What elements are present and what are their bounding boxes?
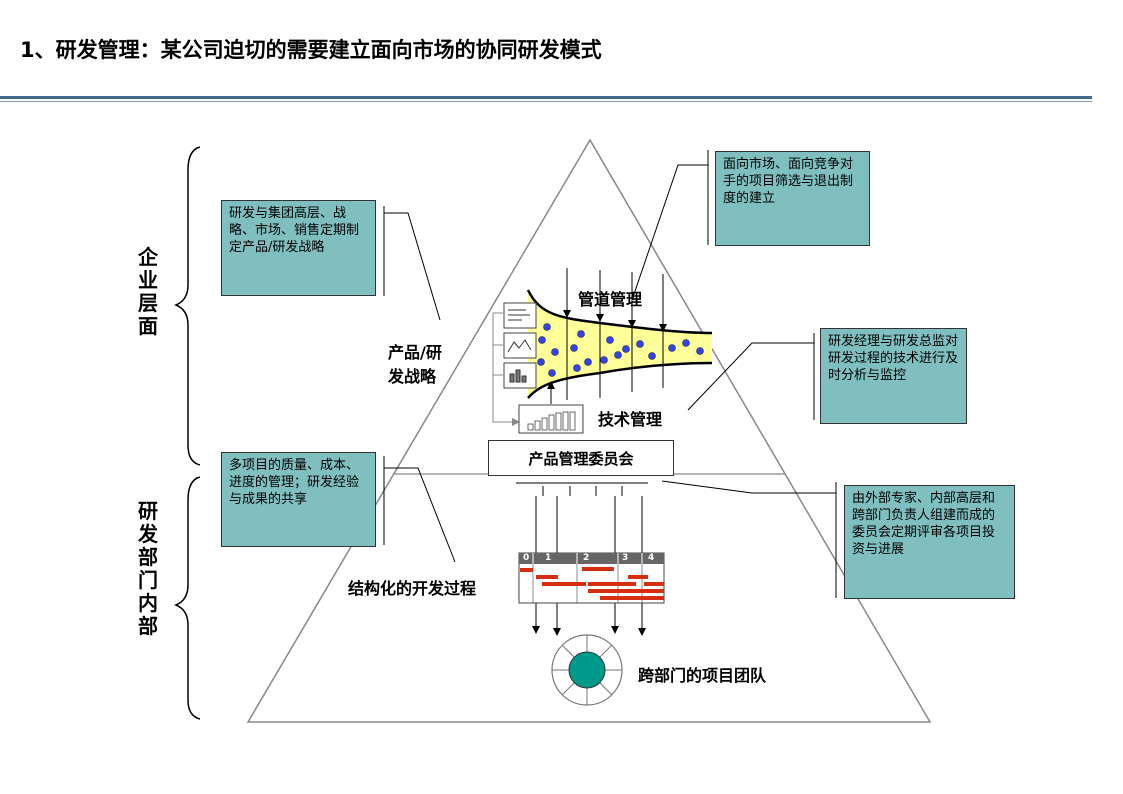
gantt-phase: 2: [583, 553, 590, 563]
strategy-box: 研发与集团高层、战略、市场、销售定期制定产品/研发战略: [221, 200, 376, 296]
callout-lines: [383, 150, 837, 598]
pipeline-label: 管道管理: [578, 290, 643, 309]
committee-desc-box: 由外部专家、内部高层和跨部门负责人组建而成的委员会定期评审各项目投资与进展: [844, 485, 1015, 599]
gantt-phase: 3: [622, 553, 629, 563]
side-label-rd-department: 研发部门内部: [138, 499, 158, 638]
header-rule: [0, 96, 1092, 99]
funnel-dots: [537, 323, 704, 377]
tech-management-label: 技术管理: [598, 410, 663, 429]
gantt-phase: 0: [523, 553, 530, 563]
structured-process-label: 结构化的开发过程: [348, 579, 477, 598]
gantt-bars: [520, 567, 664, 600]
product-strategy-label-2: 发战略: [388, 367, 437, 386]
brace-top: [174, 146, 201, 466]
gantt-phase: 4: [648, 553, 655, 563]
market-screening-box: 面向市场、面向竞争对手的项目筛选与退出制度的建立: [715, 151, 870, 246]
product-committee: 产品管理委员会: [488, 440, 674, 476]
tech-monitoring-box: 研发经理与研发总监对研发过程的技术进行及时分析与监控: [820, 328, 967, 424]
header-rule-thin: [0, 101, 1092, 102]
funnel-gate-arrows: [563, 268, 667, 332]
pyramid-triangle: [246, 138, 932, 723]
product-strategy-label-1: 产品/研: [388, 343, 442, 362]
multi-project-box: 多项目的质量、成本、进度的管理；研发经验与成果的共享: [221, 452, 376, 547]
brace-bottom: [174, 476, 201, 720]
tech-feedback-arrow: [492, 313, 520, 426]
team-wheel: [551, 634, 623, 706]
document-icons: [503, 302, 537, 389]
gantt-phase: 1: [545, 553, 552, 563]
cross-team-label: 跨部门的项目团队: [638, 666, 767, 685]
funnel: [528, 290, 712, 398]
page-title: 1、研发管理：某公司迫切的需要建立面向市场的协同研发模式: [20, 38, 602, 62]
side-label-enterprise: 企业层面: [138, 245, 158, 338]
